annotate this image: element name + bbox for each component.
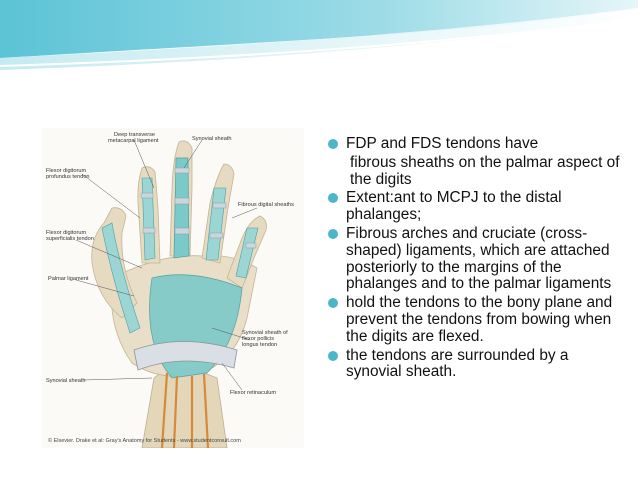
label-palmar-ligament: Palmar ligament: [48, 276, 89, 282]
bullet-text: Extent:ant to MCPJ to the distal phalang…: [346, 189, 562, 224]
label-flexor-retinaculum: Flexor retinaculum: [230, 390, 276, 396]
label-synovial-sheath-top: Synovial sheath: [192, 136, 232, 142]
bullet-text: Fibrous arches and cruciate (cross-shape…: [346, 224, 612, 293]
label-synovial-sheath-of: Synovial sheath of: [242, 330, 288, 336]
bullet-list: FDP and FDS tendons have fibrous sheaths…: [328, 135, 628, 383]
label-superficialis-tendon: superficialis tendon: [46, 236, 94, 242]
label-fibrous-digital-sheaths: Fibrous digital sheaths: [238, 202, 294, 208]
label-deep-transverse: Deep transverse: [114, 132, 155, 138]
label-metacarpal-ligament: metacarpal ligament: [108, 138, 159, 144]
bullet-dot-icon: [328, 139, 338, 149]
bullet-text: fibrous sheaths on the palmar aspect of …: [350, 153, 620, 188]
figure-credit: © Elsevier. Drake et al: Gray's Anatomy …: [48, 437, 241, 444]
label-synovial-sheath-bottom: Synovial sheath: [46, 378, 86, 384]
label-longus-tendon: longus tendon: [242, 342, 277, 348]
bullet-item: hold the tendons to the bony plane and p…: [328, 294, 628, 345]
bullet-dot-icon: [328, 193, 338, 204]
bullet-item: FDP and FDS tendons have: [328, 135, 628, 153]
bullet-text: hold the tendons to the bony plane and p…: [346, 294, 613, 345]
bullet-text: the tendons are surrounded by a synovial…: [346, 346, 569, 381]
header-wave-decoration: [0, 0, 638, 70]
label-flexor-pollicis: flexor pollicis: [242, 336, 274, 342]
bullet-item: Fibrous arches and cruciate (cross-shape…: [328, 224, 628, 293]
label-flexor-dp: Flexor digitorum: [46, 168, 86, 174]
bullet-text: FDP and FDS tendons have: [346, 135, 539, 152]
bullet-item: Extent:ant to MCPJ to the distal phalang…: [328, 190, 628, 224]
hand-anatomy-figure: Deep transverse metacarpal ligament Syno…: [42, 128, 304, 448]
bullet-dot-icon: [328, 350, 338, 361]
bullet-item: the tendons are surrounded by a synovial…: [328, 346, 628, 382]
bullet-dot-icon: [328, 298, 338, 309]
label-profundus-tendon: profundus tendon: [46, 174, 90, 180]
bullet-continuation: fibrous sheaths on the palmar aspect of …: [328, 153, 628, 189]
bullet-dot-icon: [328, 228, 338, 239]
label-flexor-ds: Flexor digitorum: [46, 230, 86, 236]
